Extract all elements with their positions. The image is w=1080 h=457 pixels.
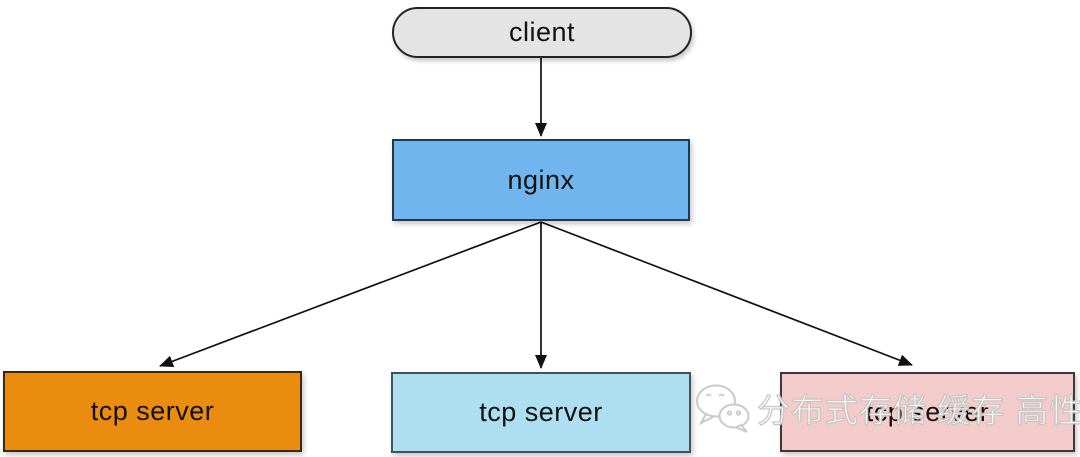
- node-tcp-server-middle-label: tcp server: [479, 397, 603, 427]
- edge-nginx-to-tcp-right: [540, 221, 913, 366]
- node-nginx-label: nginx: [507, 164, 575, 195]
- node-tcp-server-middle: tcp server: [391, 372, 691, 453]
- node-tcp-server-left-label: tcp server: [90, 396, 215, 426]
- node-tcp-server-right: tcp server: [780, 372, 1075, 452]
- node-nginx: nginx: [392, 139, 690, 221]
- edge-nginx-to-tcp-left: [159, 221, 542, 368]
- wechat-icon: [696, 384, 750, 433]
- node-client-label: client: [508, 17, 576, 47]
- node-tcp-server-left: tcp server: [3, 371, 302, 452]
- node-client: client: [392, 7, 692, 58]
- node-tcp-server-right-label: tcp server: [865, 396, 990, 427]
